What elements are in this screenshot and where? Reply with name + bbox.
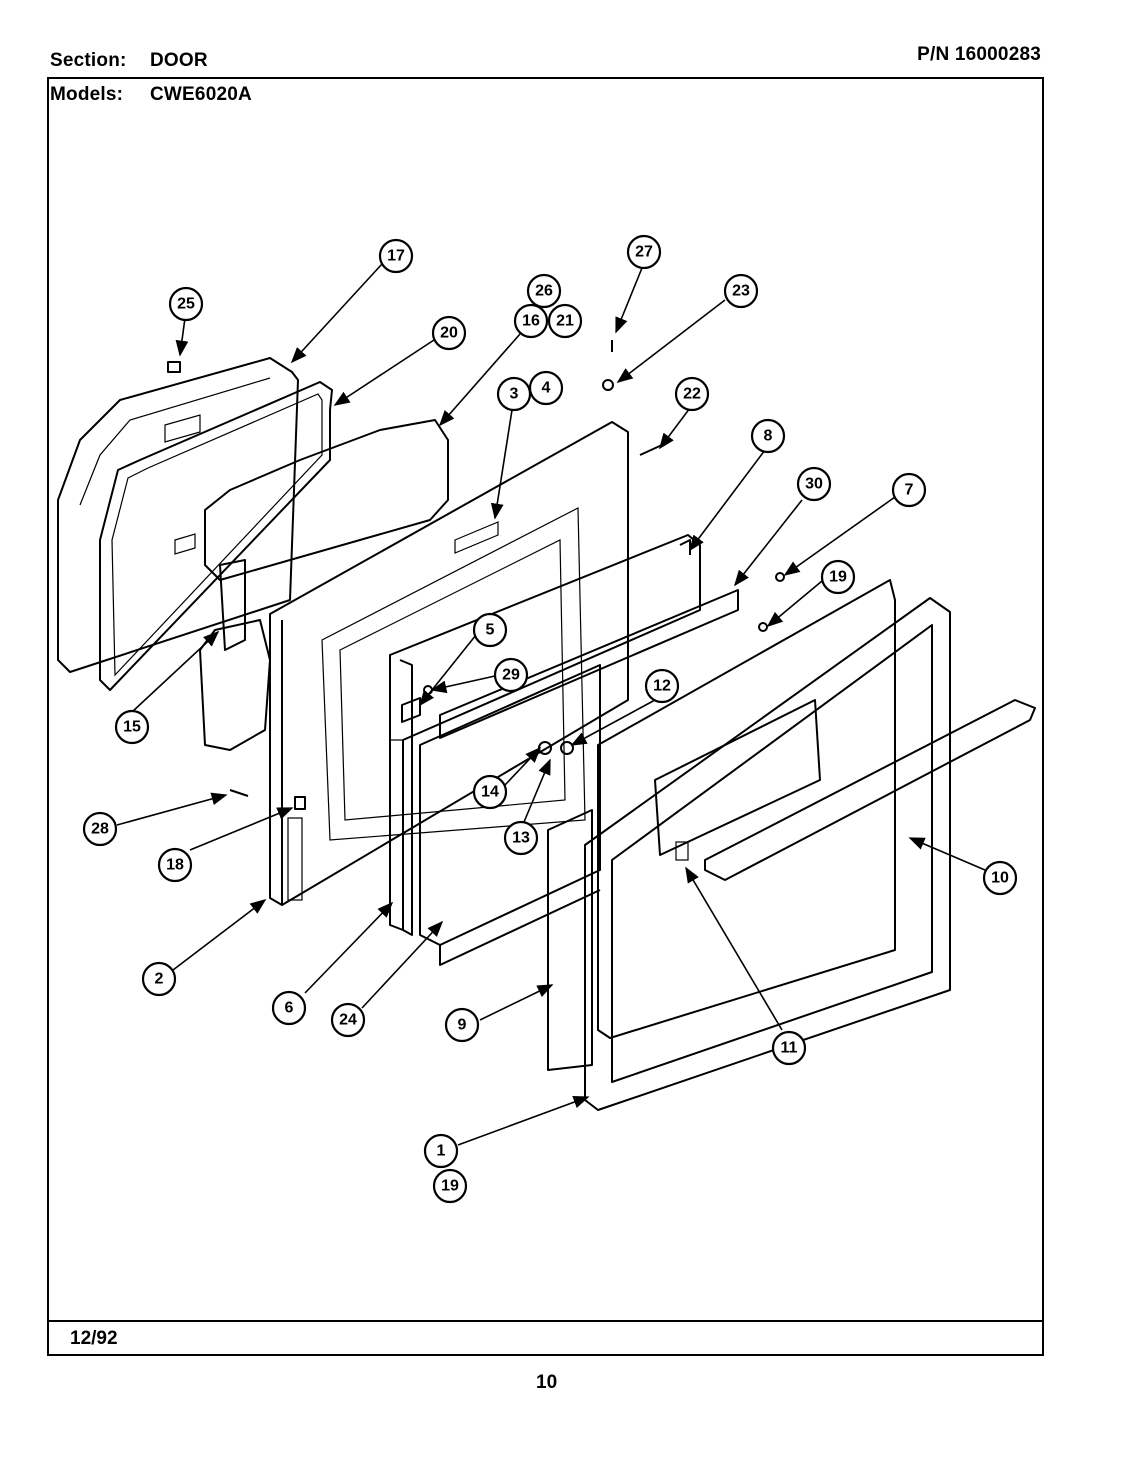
revision-date: 12/92 <box>70 1328 118 1349</box>
svg-text:22: 22 <box>683 386 701 403</box>
svg-text:5: 5 <box>486 622 495 639</box>
callout-30: 30 <box>796 466 832 502</box>
svg-text:27: 27 <box>635 244 653 261</box>
svg-text:25: 25 <box>177 296 195 313</box>
callout-27: 27 <box>626 234 662 270</box>
svg-text:8: 8 <box>764 428 773 445</box>
callout-9: 9 <box>444 1007 480 1043</box>
page-number: 10 <box>536 1372 558 1393</box>
models-label: Models: <box>50 84 124 105</box>
svg-text:24: 24 <box>339 1012 357 1029</box>
callout-12: 12 <box>644 668 680 704</box>
door-handle <box>704 699 1036 881</box>
leader-lines <box>116 263 986 1146</box>
inner-door-panel <box>269 421 629 906</box>
svg-text:6: 6 <box>285 1000 294 1017</box>
callout-17: 17 <box>378 238 414 274</box>
svg-text:19: 19 <box>441 1178 459 1195</box>
models-value: CWE6020A <box>150 84 252 105</box>
svg-text:9: 9 <box>458 1017 467 1034</box>
diagram-frame <box>47 77 1044 1356</box>
svg-text:12: 12 <box>653 678 671 695</box>
callout-1: 1 <box>423 1133 459 1169</box>
callout-13: 13 <box>503 820 539 856</box>
callout-28: 28 <box>82 811 118 847</box>
section-label: Section: <box>50 50 127 71</box>
svg-text:23: 23 <box>732 283 750 300</box>
part-number: P/N 16000283 <box>917 44 1041 65</box>
callout-7: 7 <box>891 472 927 508</box>
svg-text:11: 11 <box>781 1040 798 1057</box>
svg-text:28: 28 <box>91 821 109 838</box>
svg-text:21: 21 <box>556 313 574 330</box>
svg-text:2: 2 <box>155 971 164 988</box>
callout-3: 3 <box>496 376 532 412</box>
svg-text:10: 10 <box>991 870 1009 887</box>
callout-4: 4 <box>528 370 564 406</box>
svg-text:18: 18 <box>166 857 184 874</box>
svg-text:16: 16 <box>522 313 540 330</box>
svg-text:3: 3 <box>510 386 519 403</box>
svg-text:19: 19 <box>829 569 847 586</box>
callout-22: 22 <box>674 376 710 412</box>
callout-19-screw: 19 <box>820 559 856 595</box>
callout-8: 8 <box>750 418 786 454</box>
section-value: DOOR <box>150 50 208 71</box>
callout-11: 11 <box>771 1030 807 1066</box>
svg-text:29: 29 <box>502 667 520 684</box>
svg-text:30: 30 <box>805 476 823 493</box>
svg-text:17: 17 <box>387 248 405 265</box>
door-gasket <box>99 381 333 691</box>
callout-14: 14 <box>472 774 508 810</box>
callout-10: 10 <box>982 860 1018 896</box>
callout-2: 2 <box>141 961 177 997</box>
callout-15: 15 <box>114 709 150 745</box>
svg-text:26: 26 <box>535 283 553 300</box>
svg-text:4: 4 <box>542 380 551 397</box>
callout-26: 26 <box>526 273 562 309</box>
callout-24: 24 <box>330 1002 366 1038</box>
footer-divider <box>47 1320 1044 1322</box>
callout-29: 29 <box>493 657 529 693</box>
inner-door-liner <box>57 357 299 673</box>
window-glass <box>597 579 896 1039</box>
callout-16: 16 <box>513 303 549 339</box>
callout-5: 5 <box>472 612 508 648</box>
callout-6: 6 <box>271 990 307 1026</box>
callout-21: 21 <box>547 303 583 339</box>
callout-25: 25 <box>168 286 204 322</box>
svg-text:7: 7 <box>905 482 914 499</box>
callout-23: 23 <box>723 273 759 309</box>
svg-text:13: 13 <box>512 830 530 847</box>
inner-glass-panel <box>419 589 739 966</box>
svg-text:14: 14 <box>481 784 499 801</box>
svg-text:15: 15 <box>123 719 141 736</box>
callout-20: 20 <box>431 315 467 351</box>
door-side-frame <box>389 534 701 936</box>
callout-18: 18 <box>157 847 193 883</box>
door-insulation <box>199 419 449 751</box>
callout-19-frame: 19 <box>432 1168 468 1204</box>
svg-text:1: 1 <box>437 1143 446 1160</box>
svg-text:20: 20 <box>440 325 458 342</box>
